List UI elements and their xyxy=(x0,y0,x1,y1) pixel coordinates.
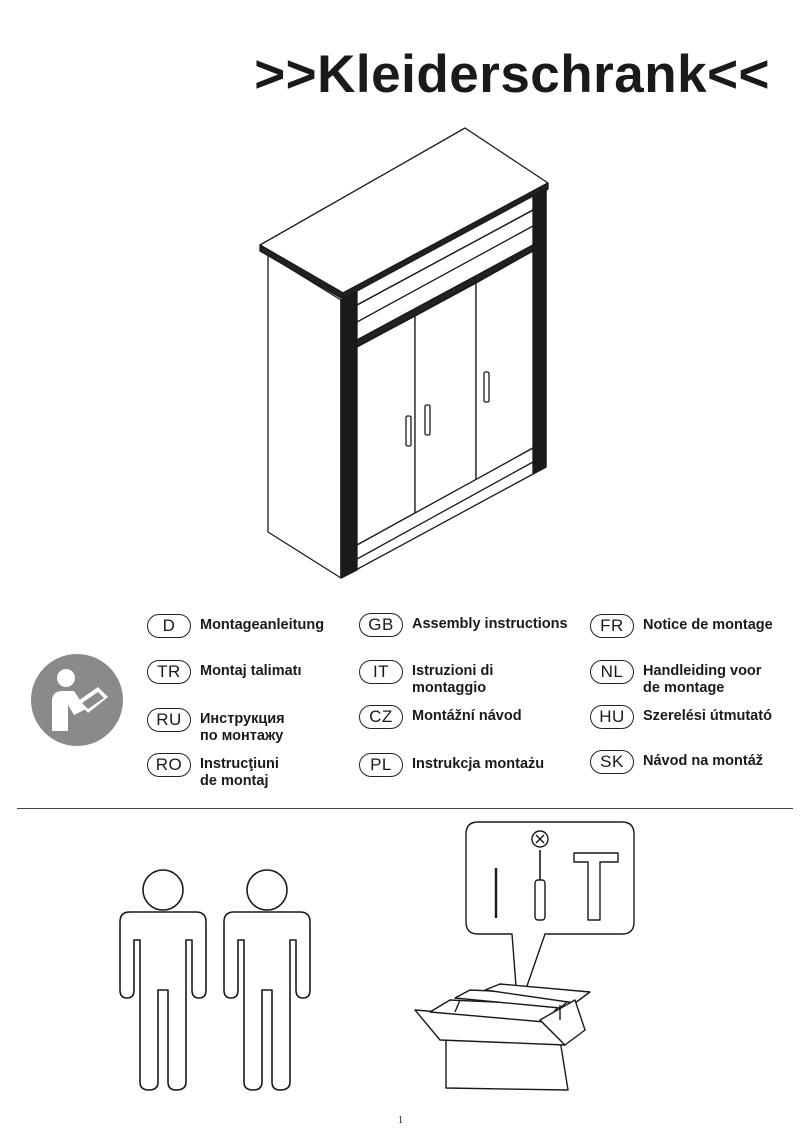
language-code: NL xyxy=(590,660,634,684)
language-entry: PL Instrukcja montażu xyxy=(359,753,545,777)
language-label: Istruzioni di montaggio xyxy=(412,663,494,696)
language-label: Notice de montage xyxy=(643,617,773,633)
language-entry: HU Szerelési útmutató xyxy=(590,705,772,729)
toolbox-icon xyxy=(414,821,635,1091)
language-label: Instrucţiuni de montaj xyxy=(200,756,279,789)
language-label: Handleiding voor de montage xyxy=(643,663,762,696)
language-entry: NL Handleiding voor de montage xyxy=(590,660,762,697)
language-label: Montaj talimatı xyxy=(200,663,302,679)
language-entry: FR Notice de montage xyxy=(590,614,773,638)
language-entry: D Montageanleitung xyxy=(147,614,325,638)
language-code: D xyxy=(147,614,191,638)
language-label: Assembly instructions xyxy=(412,616,568,632)
language-code: IT xyxy=(359,660,403,684)
language-label: Szerelési útmutató xyxy=(643,708,772,724)
language-entry: CZ Montážní návod xyxy=(359,705,522,729)
language-code: SK xyxy=(590,750,634,774)
language-code: TR xyxy=(147,660,191,684)
language-entry: GB Assembly instructions xyxy=(359,613,568,637)
language-code: RO xyxy=(147,753,191,777)
wardrobe-illustration xyxy=(259,127,549,579)
language-entry: IT Istruzioni di montaggio xyxy=(359,660,494,697)
language-entry: SK Návod na montáž xyxy=(590,750,764,774)
language-label: Instrukcja montażu xyxy=(412,756,545,772)
section-divider xyxy=(17,808,793,809)
language-entry: TR Montaj talimatı xyxy=(147,660,302,684)
document-title: >>Kleiderschrank<< xyxy=(254,45,770,104)
language-code: CZ xyxy=(359,705,403,729)
language-label: Montážní návod xyxy=(412,708,522,724)
language-code: GB xyxy=(359,613,403,637)
language-label: Montageanleitung xyxy=(200,617,325,633)
language-label: Návod na montáž xyxy=(643,753,764,769)
language-code: FR xyxy=(590,614,634,638)
page-number: 1 xyxy=(398,1115,403,1126)
language-entry: RU Инструкция по монтажу xyxy=(147,708,285,745)
two-person-icon xyxy=(119,869,311,1091)
language-entry: RO Instrucţiuni de montaj xyxy=(147,753,279,790)
read-manual-icon xyxy=(31,654,123,746)
language-code: HU xyxy=(590,705,634,729)
language-code: RU xyxy=(147,708,191,732)
language-code: PL xyxy=(359,753,403,777)
language-label: Инструкция по монтажу xyxy=(200,711,285,744)
